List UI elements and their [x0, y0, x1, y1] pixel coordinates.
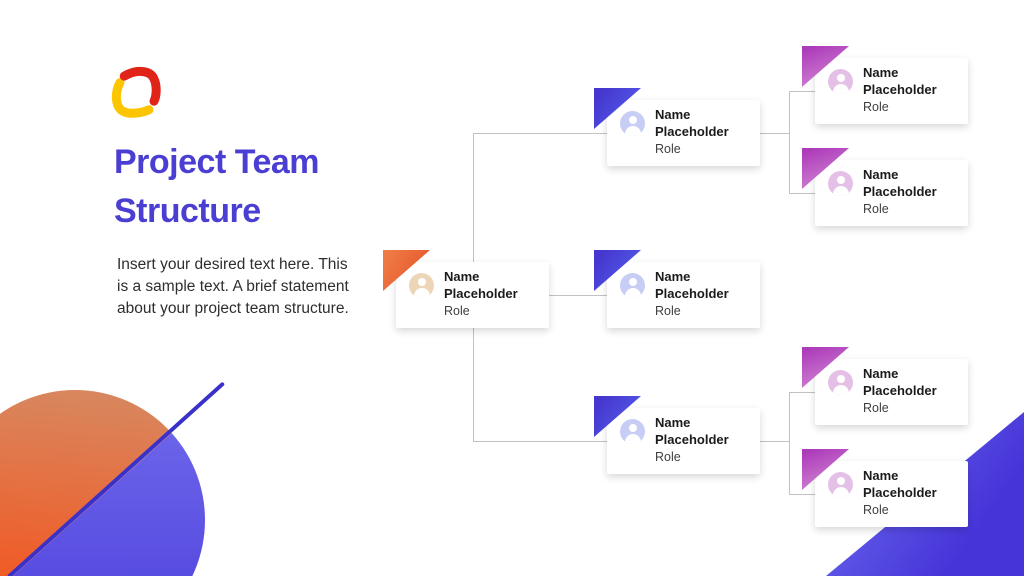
card-name: Name Placeholder — [863, 468, 937, 500]
person-avatar-icon — [828, 472, 853, 497]
card-name: Name Placeholder — [655, 107, 729, 139]
person-avatar-icon — [828, 370, 853, 395]
connector-group-b-stub-3 — [789, 392, 815, 393]
card-role: Role — [444, 304, 470, 319]
card-name: Name Placeholder — [655, 269, 729, 301]
connector-group-a-vertical — [789, 91, 790, 193]
org-card-leaf-1: Name Placeholder Role — [802, 46, 968, 124]
card-name: Name Placeholder — [444, 269, 518, 301]
connector-group-a-out — [760, 133, 789, 134]
connector-group-b-out — [760, 441, 789, 442]
card-role: Role — [863, 503, 889, 518]
org-card-leaf-2: Name Placeholder Role — [802, 148, 968, 226]
connector-group-b-vertical — [789, 392, 790, 494]
person-avatar-icon — [409, 273, 434, 298]
org-card-branch-2: Name Placeholder Role — [594, 250, 760, 328]
card-role: Role — [863, 100, 889, 115]
person-avatar-icon — [620, 273, 645, 298]
card-name: Name Placeholder — [863, 366, 937, 398]
person-avatar-icon — [620, 419, 645, 444]
org-card-branch-3: Name Placeholder Role — [594, 396, 760, 474]
card-name: Name Placeholder — [655, 415, 729, 447]
org-card-leaf-3: Name Placeholder Role — [802, 347, 968, 425]
connector-branch-middle — [549, 295, 607, 296]
card-role: Role — [655, 304, 681, 319]
org-card-root: Name Placeholder Role — [383, 250, 549, 328]
org-card-leaf-4: Name Placeholder Role — [802, 449, 968, 527]
connector-branch-bottom — [473, 441, 607, 442]
person-avatar-icon — [620, 111, 645, 136]
card-role: Role — [863, 202, 889, 217]
card-name: Name Placeholder — [863, 65, 937, 97]
decor-gradient-circle — [0, 390, 205, 576]
connector-group-b-stub-4 — [789, 494, 815, 495]
card-role: Role — [655, 450, 681, 465]
page-description: Insert your desired text here. This is a… — [117, 256, 349, 317]
connector-branch-top — [473, 133, 607, 134]
brand-logo-icon — [111, 66, 161, 118]
connector-group-a-stub-2 — [789, 193, 815, 194]
card-name: Name Placeholder — [863, 167, 937, 199]
card-role: Role — [655, 142, 681, 157]
person-avatar-icon — [828, 69, 853, 94]
page-title: Project Team Structure — [114, 143, 320, 231]
connector-group-a-stub-1 — [789, 91, 815, 92]
org-card-branch-1: Name Placeholder Role — [594, 88, 760, 166]
card-role: Role — [863, 401, 889, 416]
person-avatar-icon — [828, 171, 853, 196]
